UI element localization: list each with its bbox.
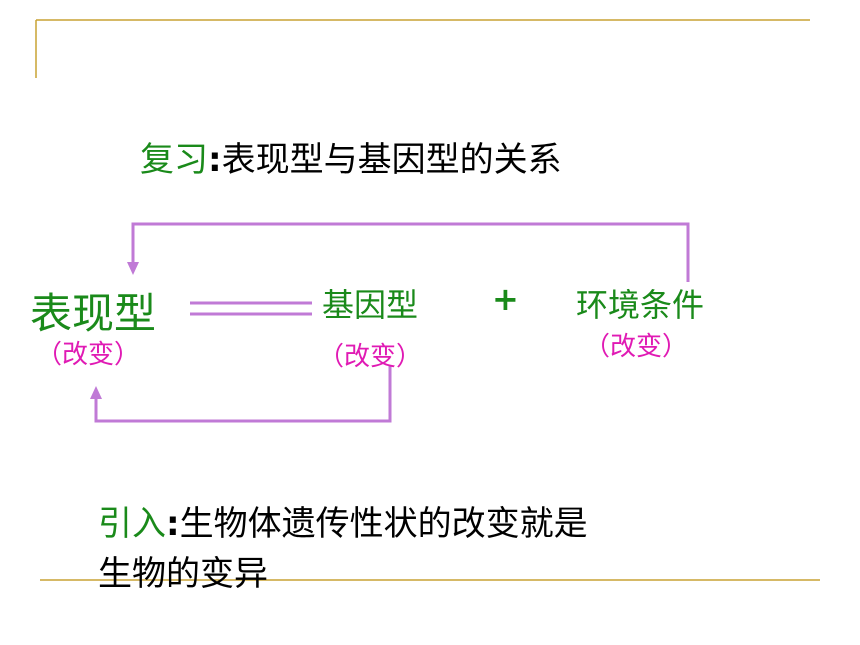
environment-label: 环境条件 [576, 286, 705, 324]
genotype-change-note: （改变） [318, 342, 423, 372]
intro-text-1: 生物体遗传性状的改变就是 [179, 504, 588, 544]
phenotype-change-note: （改变） [36, 340, 141, 370]
phenotype-label: 表现型 [30, 289, 157, 338]
review-prefix: 复习 [140, 140, 208, 180]
review-colon: : [208, 140, 222, 180]
review-title: 复习:表现型与基因型的关系 [140, 138, 562, 182]
genotype-arrowhead [90, 386, 102, 399]
environment-arrowhead [127, 262, 139, 275]
review-text: 表现型与基因型的关系 [221, 140, 562, 180]
intro-prefix: 引入 [98, 504, 166, 544]
intro-line-1: 引入:生物体遗传性状的改变就是 [98, 502, 588, 546]
intro-colon: : [166, 504, 180, 544]
environment-arrow [131, 222, 690, 282]
environment-change-note: （改变） [584, 332, 689, 362]
intro-line-2: 生物的变异 [98, 554, 268, 594]
genotype-arrow [94, 365, 392, 423]
plus-sign: + [492, 280, 519, 318]
genotype-label: 基因型 [322, 286, 419, 324]
